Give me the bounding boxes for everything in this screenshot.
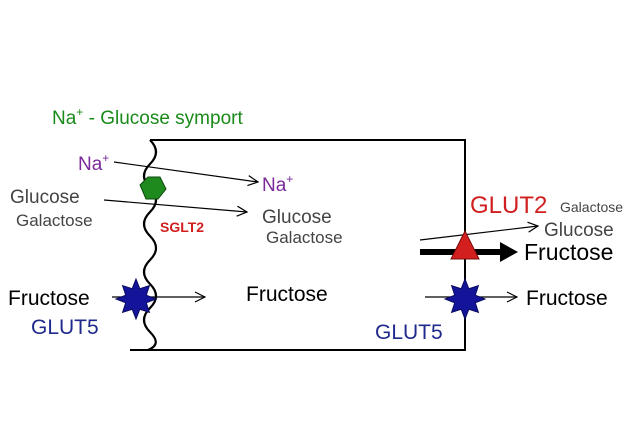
glucose-outside-label: Glucose xyxy=(10,187,80,208)
glut2-thick-arrow-head xyxy=(500,242,518,262)
glut5-basal-star-icon xyxy=(443,277,487,321)
sglt2-hexagon-icon xyxy=(139,176,167,200)
glut2-triangle-icon xyxy=(450,229,480,260)
glut2-galactose-label: Galactose xyxy=(560,199,623,215)
fructose-inside-label: Fructose xyxy=(246,283,328,306)
glut5-apical-star-icon xyxy=(114,277,158,321)
fructose-outside-label: Fructose xyxy=(8,287,90,310)
galactose-inside-label: Galactose xyxy=(266,228,343,247)
glut5-apical-label: GLUT5 xyxy=(31,316,99,339)
glucose-inside-label: Glucose xyxy=(262,207,332,228)
na-arrow xyxy=(113,161,258,182)
apical-membrane-wave xyxy=(142,139,158,352)
symport-label: Na+ - Glucose symport xyxy=(52,105,243,129)
glut5-basal-fructose-label: Fructose xyxy=(526,287,608,310)
glut2-fructose-label: Fructose xyxy=(524,239,613,265)
glut2-label: GLUT2 xyxy=(470,192,547,219)
na-outside-label: Na+ xyxy=(78,151,109,175)
glucose-arrow xyxy=(103,199,247,212)
galactose-outside-label: Galactose xyxy=(16,211,93,230)
glut5-basal-label: GLUT5 xyxy=(375,321,443,344)
glut2-glucose-label: Glucose xyxy=(544,220,614,241)
sglt2-label: SGLT2 xyxy=(160,219,204,235)
glut2-thin-arrow xyxy=(419,226,538,241)
na-inside-label: Na+ xyxy=(262,172,293,196)
